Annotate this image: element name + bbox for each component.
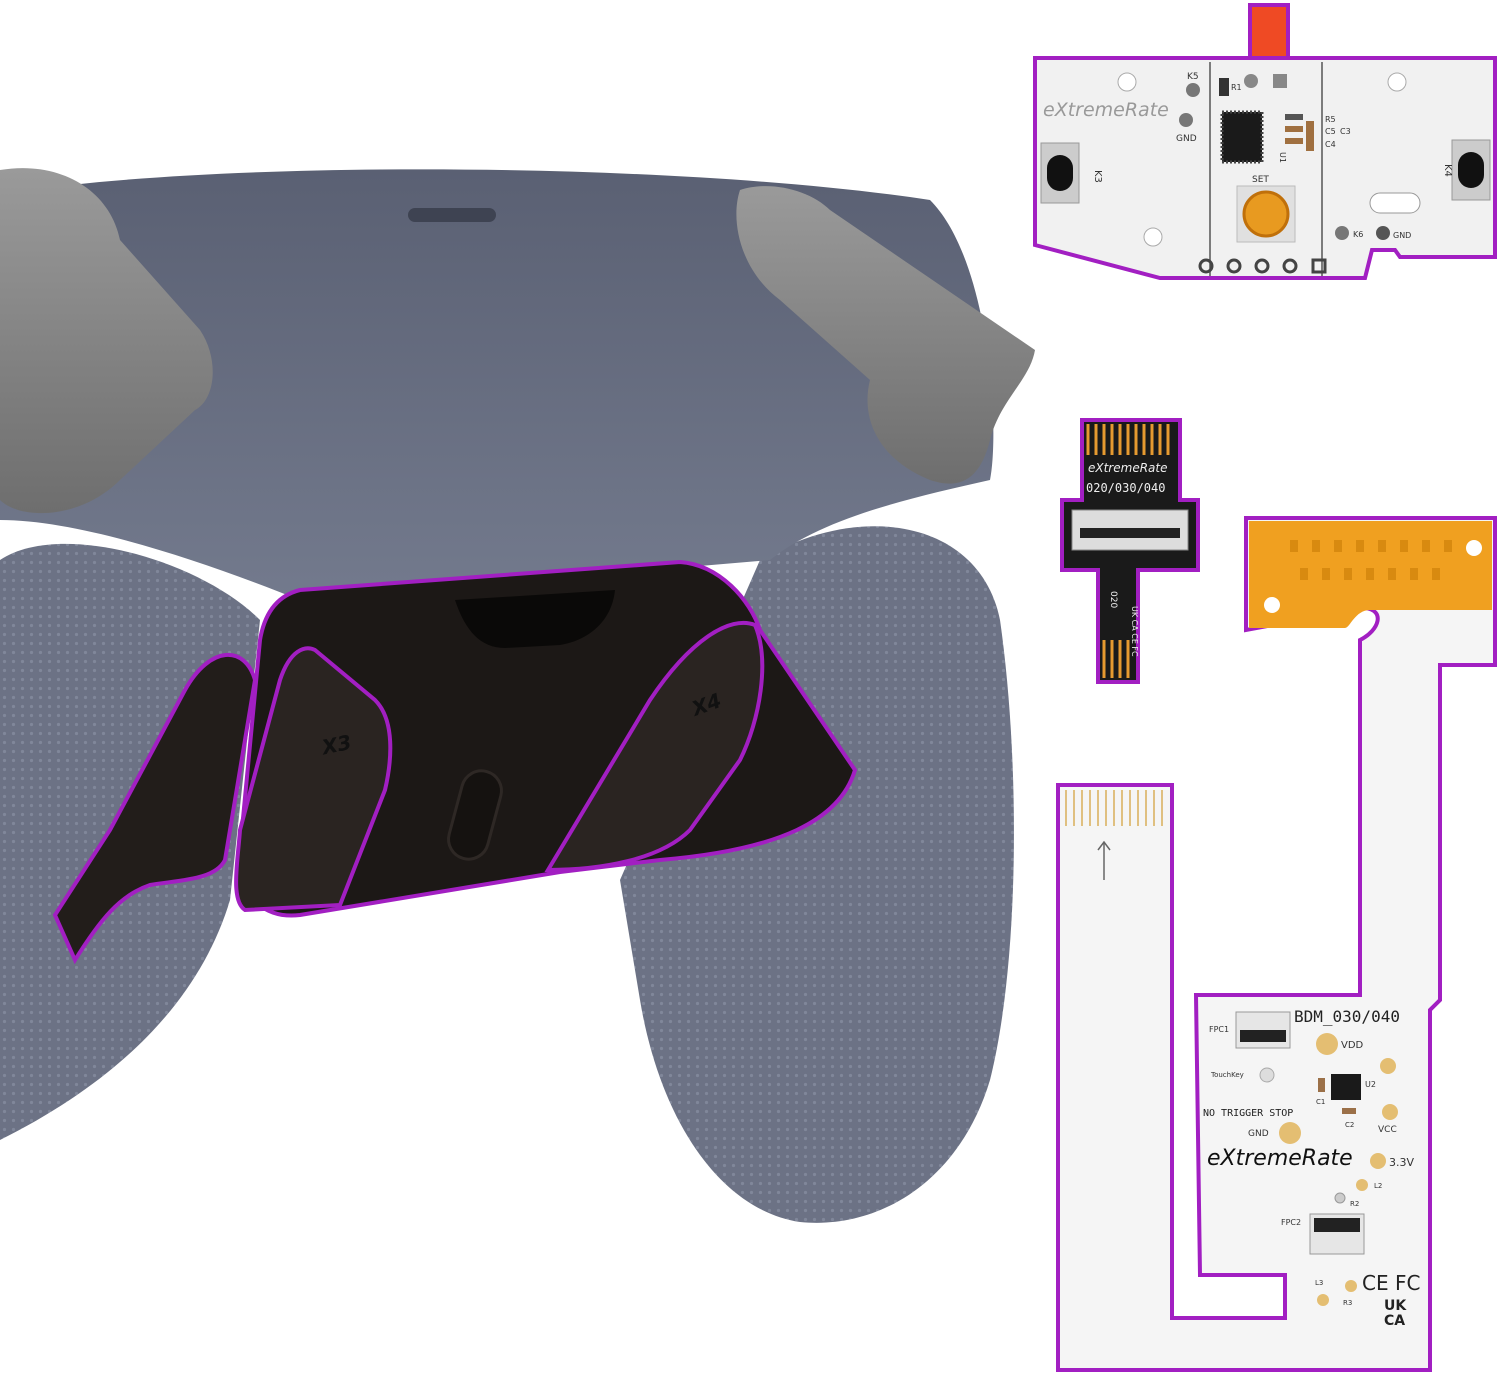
small-flex-marks: UK CA CE FC — [1130, 606, 1139, 657]
right-trigger — [736, 186, 1035, 484]
left-trigger — [0, 168, 213, 514]
switch-k4-cap — [1458, 152, 1484, 188]
label-c4: C4 — [1325, 140, 1336, 149]
smd-part — [1285, 114, 1303, 120]
pad-r2 — [1334, 1192, 1346, 1204]
chip-u2 — [1331, 1074, 1361, 1100]
label-fpc2: FPC2 — [1281, 1218, 1301, 1227]
label-k5: K5 — [1187, 72, 1199, 82]
label-r3: R3 — [1343, 1299, 1352, 1307]
label-set: SET — [1252, 175, 1269, 185]
label-vdd: VDD — [1341, 1040, 1364, 1051]
ukca-mark-uk: UK — [1384, 1298, 1407, 1314]
controller: X3 X4 — [0, 168, 1035, 1223]
main-board-brand: eXtremeRate — [1043, 99, 1169, 121]
capacitor-c2 — [1342, 1108, 1356, 1114]
arrow-icon — [1097, 840, 1111, 880]
controller-body — [0, 169, 994, 600]
pad — [1380, 1058, 1396, 1074]
pad — [1244, 74, 1258, 88]
bdm-brand: eXtremeRate — [1207, 1146, 1353, 1171]
main-board-pcb — [1033, 56, 1497, 280]
label-no-trigger-stop: NO TRIGGER STOP — [1203, 1108, 1293, 1119]
label-k3: K3 — [1092, 170, 1103, 183]
label-3v3: 3.3V — [1389, 1156, 1414, 1169]
controller-top-slot — [408, 208, 496, 222]
label-fpc1: FPC1 — [1209, 1025, 1229, 1034]
smd-part — [1285, 126, 1303, 132]
connector-fpc1-slot — [1240, 1030, 1286, 1042]
small-flex-model: 020/030/040 — [1086, 481, 1165, 495]
small-flex-brand: eXtremeRate — [1088, 461, 1167, 475]
small-flex-body — [1060, 418, 1200, 684]
small-flex-side-text: 020 — [1108, 591, 1118, 608]
flex-connector-slot — [1080, 528, 1180, 538]
pad-vcc — [1382, 1104, 1398, 1120]
label-l2: L2 — [1374, 1182, 1382, 1190]
rear-paddle-x4 — [544, 620, 765, 873]
resistor-r1 — [1219, 78, 1229, 96]
label-c3: C3 — [1340, 127, 1351, 136]
mounting-hole — [1466, 540, 1482, 556]
mounting-hole — [1387, 72, 1407, 92]
label-gnd-2: GND — [1393, 231, 1411, 240]
set-button — [1242, 190, 1290, 238]
pad-k5 — [1186, 83, 1200, 97]
label-c5: C5 — [1325, 127, 1336, 136]
smd-part — [1285, 138, 1303, 144]
pad-vdd — [1316, 1033, 1338, 1055]
flex-contacts-bottom — [1065, 790, 1163, 826]
switch-k3-cap — [1047, 155, 1073, 191]
label-touchkey: TouchKey — [1210, 1071, 1244, 1079]
flex-contacts — [1086, 424, 1170, 678]
label-c1: C1 — [1316, 1098, 1325, 1106]
pad-gnd — [1279, 1122, 1301, 1144]
label-r1: R1 — [1231, 83, 1242, 92]
pad-l2 — [1356, 1179, 1368, 1191]
main-board: eXtremeRate K5 GND R1 U1 R5 C5 C3 C4 SET… — [1033, 3, 1497, 280]
label-l3: L3 — [1315, 1279, 1323, 1287]
bdm-model-label: BDM_030/040 — [1294, 1007, 1400, 1026]
capacitor-c1 — [1318, 1078, 1325, 1092]
bdm-flex-outline — [1056, 516, 1497, 1372]
led-connector — [1248, 3, 1290, 63]
pad-r3 — [1345, 1280, 1357, 1292]
label-gnd: GND — [1176, 134, 1197, 144]
label-c2: C2 — [1345, 1121, 1354, 1129]
pad-square — [1273, 74, 1287, 88]
mounting-hole — [1264, 597, 1280, 613]
label-u2: U2 — [1365, 1080, 1376, 1089]
label-r2: R2 — [1350, 1200, 1359, 1208]
label-gnd: GND — [1248, 1129, 1269, 1139]
ce-fc-marks: CE FC — [1362, 1271, 1420, 1295]
mounting-hole — [1117, 72, 1137, 92]
rear-paddle-x3 — [234, 646, 393, 913]
rear-paddle-far-left — [52, 653, 258, 965]
paddle-slot — [455, 590, 615, 648]
pad-gnd — [1179, 113, 1193, 127]
ukca-mark-ca: CA — [1384, 1313, 1405, 1329]
capacitor-c3 — [1306, 121, 1314, 151]
pad-3v3 — [1370, 1153, 1386, 1169]
pad-l3 — [1317, 1294, 1329, 1306]
paddle-switch — [447, 769, 503, 861]
bdm-flex-board: BDM_030/040 FPC1 VDD TouchKey U2 C1 NO T… — [1056, 516, 1497, 1372]
connector-fpc2-slot — [1314, 1218, 1360, 1232]
pad-gnd-2 — [1376, 226, 1390, 240]
label-r5: R5 — [1325, 115, 1336, 124]
solder-pads — [1290, 540, 1452, 580]
label-k4: K4 — [1442, 164, 1453, 177]
pin-header — [1198, 258, 1327, 274]
pad-touchkey — [1259, 1067, 1275, 1083]
small-flex-cable: eXtremeRate 020/030/040 020 UK CA CE FC — [1060, 418, 1200, 684]
oval-hole — [1369, 192, 1421, 214]
label-k6: K6 — [1353, 230, 1363, 239]
mounting-hole — [1143, 227, 1163, 247]
label-u1: U1 — [1278, 152, 1287, 163]
label-vcc: VCC — [1378, 1125, 1397, 1135]
pad-k6 — [1335, 226, 1349, 240]
chip-u1 — [1220, 110, 1264, 164]
